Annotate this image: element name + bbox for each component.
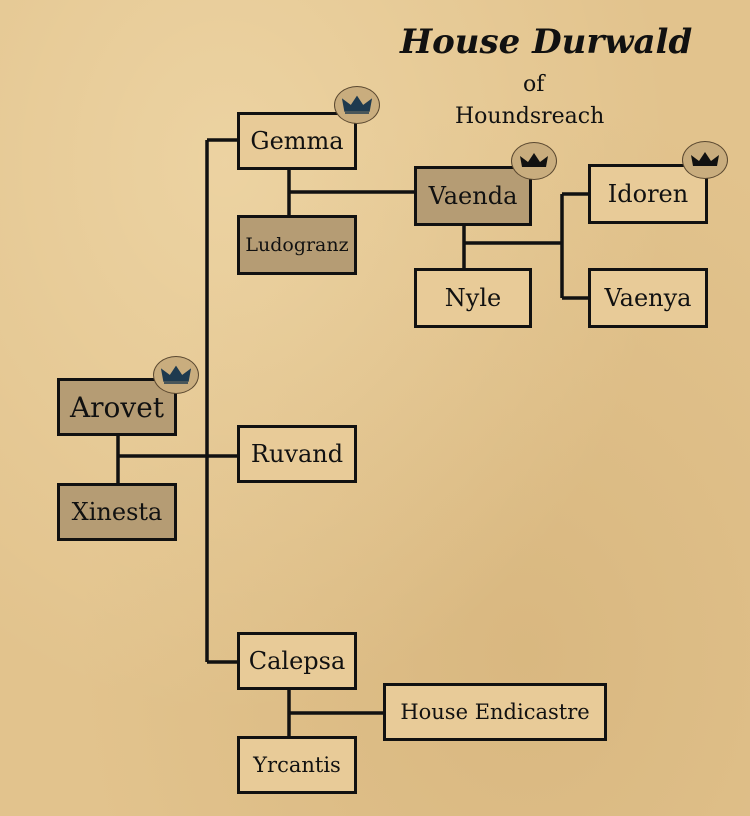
member-idoren: Idoren [588, 164, 708, 224]
crown-icon [153, 356, 199, 394]
page-title: House Durwald [400, 22, 693, 62]
member-ruvand: Ruvand [237, 425, 357, 483]
member-vaenda: Vaenda [414, 166, 532, 226]
crown-icon [334, 86, 380, 124]
member-arovet: Arovet [57, 378, 177, 436]
member-xinesta: Xinesta [57, 483, 177, 541]
member-ludogranz: Ludogranz [237, 215, 357, 275]
crown-icon [682, 141, 728, 179]
member-nyle: Nyle [414, 268, 532, 328]
subtitle-of: of [523, 72, 545, 97]
member-gemma: Gemma [237, 112, 357, 170]
member-calepsa: Calepsa [237, 632, 357, 690]
member-yrcantis: Yrcantis [237, 736, 357, 794]
member-vaenya: Vaenya [588, 268, 708, 328]
subtitle-place: Houndsreach [455, 104, 605, 129]
member-house-endicastre: House Endicastre [383, 683, 607, 741]
crown-icon [511, 142, 557, 180]
